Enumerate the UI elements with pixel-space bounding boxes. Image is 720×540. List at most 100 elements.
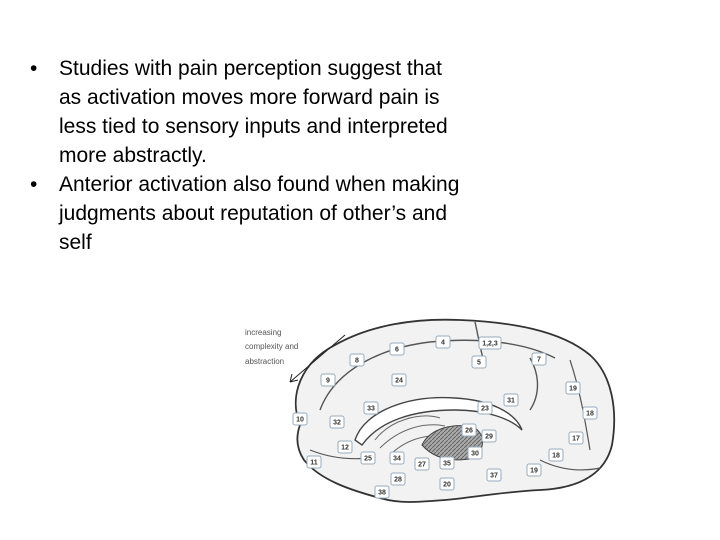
area-label-11: 18 xyxy=(582,406,598,420)
bullet-text-1: Studies with pain perception suggest tha… xyxy=(59,57,448,167)
area-label-text: 1,2,3 xyxy=(482,341,498,348)
area-label-box xyxy=(582,406,598,420)
area-label-box xyxy=(477,401,493,415)
area-label-box xyxy=(531,352,547,366)
area-label-4: 8 xyxy=(349,353,365,367)
area-label-box xyxy=(374,485,390,499)
area-label-14: 23 xyxy=(477,401,493,415)
bullet-text-2: Anterior activation also found when maki… xyxy=(59,173,460,254)
area-label-text: 33 xyxy=(367,406,375,413)
area-label-31: 38 xyxy=(374,485,390,499)
area-label-text: 5 xyxy=(477,360,481,367)
area-label-text: 37 xyxy=(490,473,498,480)
area-label-text: 10 xyxy=(296,417,304,424)
area-label-box xyxy=(568,431,584,445)
area-label-24: 27 xyxy=(414,457,430,471)
area-label-box xyxy=(391,373,407,387)
bullet-glyph: • xyxy=(30,173,38,196)
area-label-box xyxy=(389,342,405,356)
area-label-21: 18 xyxy=(548,448,564,462)
area-label-box xyxy=(414,457,430,471)
area-label-text: 9 xyxy=(326,378,330,385)
area-label-box xyxy=(360,451,376,465)
area-label-text: 19 xyxy=(530,468,538,475)
area-label-text: 29 xyxy=(485,434,493,441)
annotation-line-2: complexity and xyxy=(245,342,298,351)
area-label-box xyxy=(389,451,405,465)
fornix-line xyxy=(374,415,441,441)
area-label-text: 7 xyxy=(537,357,541,364)
area-label-22: 25 xyxy=(360,451,376,465)
area-label-text: 6 xyxy=(395,347,399,354)
annotation-line-3: abstraction xyxy=(245,357,284,366)
area-label-27: 11 xyxy=(306,455,322,469)
area-label-12: 10 xyxy=(292,412,308,426)
area-label-5: 5 xyxy=(471,355,487,369)
area-label-text: 20 xyxy=(443,482,451,489)
brain-diagram: increasing complexity and abstraction 4 1… xyxy=(245,318,616,503)
sulcus-line xyxy=(569,359,591,451)
area-label-text: 26 xyxy=(465,428,473,435)
area-label-6: 7 xyxy=(531,352,547,366)
area-label-box xyxy=(565,381,581,395)
area-label-1: 4 xyxy=(435,335,451,349)
area-label-text: 34 xyxy=(393,456,401,463)
area-label-23: 34 xyxy=(389,451,405,465)
area-label-19: 12 xyxy=(337,440,353,454)
area-label-box xyxy=(390,472,406,486)
area-label-8: 24 xyxy=(391,373,407,387)
area-label-box xyxy=(349,353,365,367)
arrow-head-icon xyxy=(289,373,299,383)
area-label-box xyxy=(471,355,487,369)
fornix-line xyxy=(379,424,446,449)
area-label-box xyxy=(439,477,455,491)
area-label-text: 4 xyxy=(441,340,445,347)
area-label-30: 20 xyxy=(439,477,455,491)
area-label-box xyxy=(481,429,497,443)
area-label-26: 19 xyxy=(526,463,542,477)
area-label-10: 31 xyxy=(503,393,519,407)
area-label-text: 25 xyxy=(364,456,372,463)
area-label-15: 32 xyxy=(329,415,345,429)
area-label-text: 27 xyxy=(418,462,426,469)
area-label-box xyxy=(467,446,483,460)
area-label-text: 32 xyxy=(333,420,341,427)
annotation-line-1: increasing xyxy=(245,328,281,337)
area-label-text: 28 xyxy=(394,477,402,484)
sulcus-line xyxy=(319,339,556,411)
area-label-text: 18 xyxy=(586,411,594,418)
area-label-2: 1,2,3 xyxy=(478,336,502,350)
area-label-box xyxy=(363,401,379,415)
area-label-box xyxy=(478,336,502,350)
area-label-box xyxy=(329,415,345,429)
area-label-box xyxy=(320,373,336,387)
area-label-text: 12 xyxy=(341,445,349,452)
area-label-text: 31 xyxy=(507,398,515,405)
area-label-28: 28 xyxy=(390,472,406,486)
area-label-box xyxy=(306,455,322,469)
area-label-text: 23 xyxy=(481,406,489,413)
area-label-text: 8 xyxy=(355,358,359,365)
area-label-text: 24 xyxy=(395,378,403,385)
area-label-7: 9 xyxy=(320,373,336,387)
area-label-text: 19 xyxy=(569,386,577,393)
area-label-text: 38 xyxy=(378,490,386,497)
area-label-box xyxy=(486,468,502,482)
bullet-item-1: • Studies with pain perception suggest t… xyxy=(30,54,460,170)
area-label-13: 33 xyxy=(363,401,379,415)
area-label-text: 35 xyxy=(443,461,451,468)
sulcus-line xyxy=(539,459,601,471)
area-label-text: 17 xyxy=(572,436,580,443)
brain-outline xyxy=(294,318,616,503)
area-label-box xyxy=(461,423,477,437)
area-label-text: 30 xyxy=(471,451,479,458)
area-label-text: 11 xyxy=(310,460,318,467)
bullet-list: • Studies with pain perception suggest t… xyxy=(30,54,460,257)
area-label-9: 19 xyxy=(565,381,581,395)
area-label-box xyxy=(292,412,308,426)
area-label-29: 37 xyxy=(486,468,502,482)
arrow-line xyxy=(289,334,346,383)
area-label-box xyxy=(526,463,542,477)
area-label-box xyxy=(548,448,564,462)
bullet-item-2: • Anterior activation also found when ma… xyxy=(30,170,460,257)
